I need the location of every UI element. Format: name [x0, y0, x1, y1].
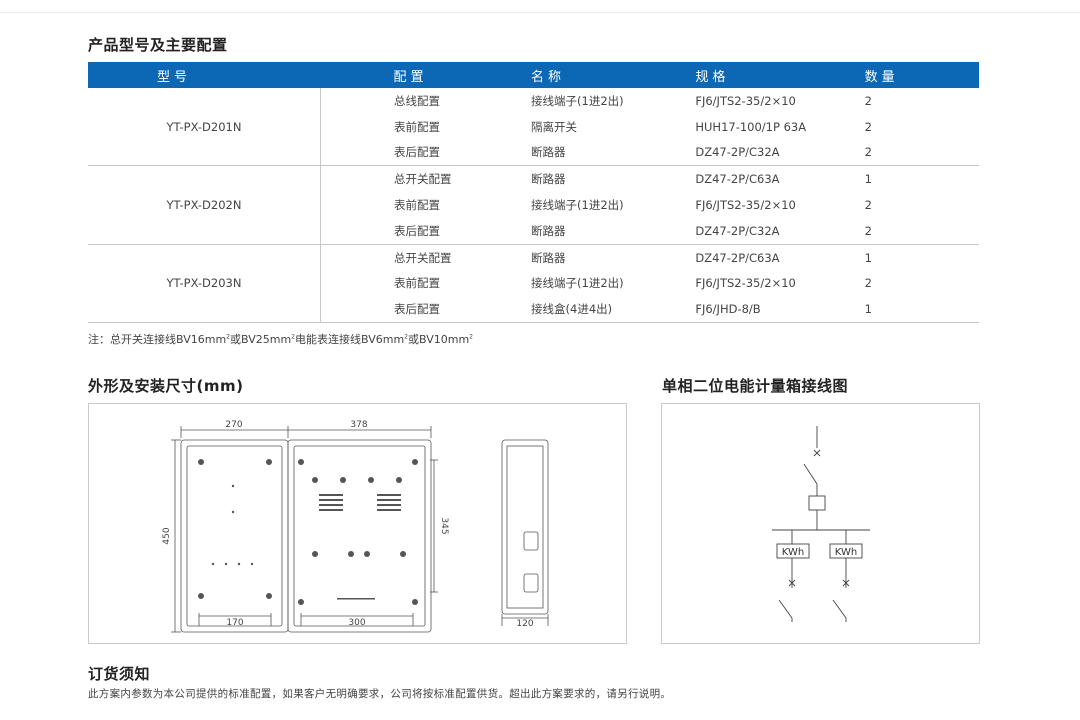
- table-row: YT-PX-D203N 总开关配置 断路器 DZ47-2P/C63A 1: [88, 244, 979, 324]
- dim-270: 270: [225, 420, 242, 430]
- name-cell: 断路器: [531, 139, 696, 167]
- table-row: 表前配置 隔离开关 HUH17-100/1P 63A 2: [88, 114, 979, 140]
- config-cell: 总线配置: [393, 93, 440, 108]
- dim-120: 120: [516, 619, 533, 629]
- meter-label-1: KWh: [782, 547, 804, 558]
- table-row: 表后配置 接线盒(4进4出) FJ6/JHD-8/B 1: [88, 296, 979, 324]
- note-sup: 2: [469, 333, 473, 341]
- qty-cell: 2: [864, 119, 872, 134]
- name-cell: 接线端子(1进2出): [531, 276, 624, 291]
- dim-170: 170: [226, 618, 243, 628]
- wiring-diagram: KWh KWh: [772, 426, 870, 622]
- name-cell: 隔离开关: [531, 119, 578, 134]
- dim-378: 378: [350, 420, 367, 430]
- spec-cell: DZ47-2P/C63A: [695, 172, 780, 187]
- table-row: 表后配置 断路器 DZ47-2P/C32A 2: [88, 217, 979, 245]
- table-row: 表前配置 接线端子(1进2出) FJ6/JTS2-35/2×10 2: [88, 192, 979, 218]
- config-cell: 总开关配置: [393, 172, 452, 187]
- header-model: 型号: [88, 62, 321, 88]
- spec-cell: DZ47-2P/C32A: [695, 217, 851, 245]
- wiring-diagram-panel: KWh KWh: [661, 403, 980, 644]
- spec-cell: DZ47-2P/C63A: [695, 250, 780, 265]
- qty-cell: 2: [864, 276, 872, 291]
- model-cell: YT-PX-D203N: [88, 244, 321, 324]
- dimensions-title: 外形及安装尺寸(mm): [88, 377, 244, 395]
- order-text: 此方案内参数为本公司提供的标准配置，如果客户无明确要求，公司将按标准配置供货。超…: [88, 688, 672, 700]
- qty-cell: 2: [864, 198, 872, 213]
- dim-450: 450: [162, 527, 172, 544]
- qty-cell: 2: [850, 217, 979, 245]
- table-header-row: 型号 配置 名称 规格 数量: [88, 62, 979, 88]
- spec-cell: FJ6/JTS2-35/2×10: [695, 198, 796, 213]
- note-part-3: 电能表连接线BV6mm: [295, 333, 405, 346]
- header-config: 配置: [320, 62, 532, 88]
- header-name: 名称: [531, 62, 696, 88]
- name-cell: 接线端子(1进2出): [531, 198, 624, 213]
- qty-cell: 1: [850, 296, 979, 324]
- note-part-1: 注：总开关连接线BV16mm: [88, 333, 227, 346]
- note-sup: 2: [291, 333, 295, 341]
- spec-cell: DZ47-2P/C32A: [695, 139, 851, 167]
- qty-cell: 1: [864, 172, 872, 187]
- note-part-4: 或BV10mm: [408, 333, 470, 346]
- product-config-title: 产品型号及主要配置: [88, 36, 228, 54]
- table-row: 表后配置 断路器 DZ47-2P/C32A 2: [88, 139, 979, 167]
- order-title: 订货须知: [88, 665, 151, 683]
- dim-300: 300: [348, 618, 365, 628]
- spec-cell: FJ6/JTS2-35/2×10: [695, 93, 796, 108]
- wiring-note: 注：总开关连接线BV16mm2或BV25mm2电能表连接线BV6mm2或BV10…: [88, 331, 473, 347]
- qty-cell: 2: [864, 93, 872, 108]
- note-sup: 2: [226, 333, 230, 341]
- top-rule: [0, 12, 1080, 13]
- dim-345: 345: [439, 517, 449, 534]
- config-cell: 表后配置: [320, 296, 532, 324]
- name-cell: 断路器: [531, 217, 696, 245]
- spec-cell: HUH17-100/1P 63A: [695, 119, 807, 134]
- header-spec: 规格: [695, 62, 851, 88]
- spec-table: 型号 配置 名称 规格 数量 YT-PX-D201N 总线配置 接线端子(1进2…: [88, 62, 979, 324]
- config-cell: 表前配置: [393, 276, 440, 291]
- table-row: YT-PX-D201N 总线配置 接线端子(1进2出) FJ6/JTS2-35/…: [88, 88, 979, 167]
- spec-cell: FJ6/JHD-8/B: [695, 296, 851, 324]
- note-part-2: 或BV25mm: [230, 333, 292, 346]
- name-cell: 断路器: [531, 172, 566, 187]
- spec-cell: FJ6/JTS2-35/2×10: [695, 276, 796, 291]
- header-qty: 数量: [850, 62, 979, 88]
- table-row: 表前配置 接线端子(1进2出) FJ6/JTS2-35/2×10 2: [88, 271, 979, 297]
- config-cell: 表前配置: [393, 119, 440, 134]
- config-cell: 总开关配置: [393, 250, 452, 265]
- wiring-title: 单相二位电能计量箱接线图: [662, 377, 849, 395]
- dimension-drawing-panel: 270 378 450 345 170 300 120: [88, 403, 627, 644]
- model-cell: YT-PX-D201N: [88, 88, 321, 167]
- meter-label-2: KWh: [835, 547, 857, 558]
- name-cell: 接线盒(4进4出): [531, 296, 696, 324]
- config-cell: 表后配置: [320, 139, 532, 167]
- note-sup: 2: [404, 333, 408, 341]
- name-cell: 断路器: [531, 250, 566, 265]
- config-cell: 表前配置: [393, 198, 440, 213]
- dimension-drawing: 270 378 450 345 170 300 120: [162, 420, 549, 633]
- name-cell: 接线端子(1进2出): [531, 93, 624, 108]
- qty-cell: 2: [850, 139, 979, 167]
- table-row: YT-PX-D202N 总开关配置 断路器 DZ47-2P/C63A 1: [88, 165, 979, 245]
- model-cell: YT-PX-D202N: [88, 165, 321, 245]
- config-cell: 表后配置: [320, 217, 532, 245]
- qty-cell: 1: [864, 250, 872, 265]
